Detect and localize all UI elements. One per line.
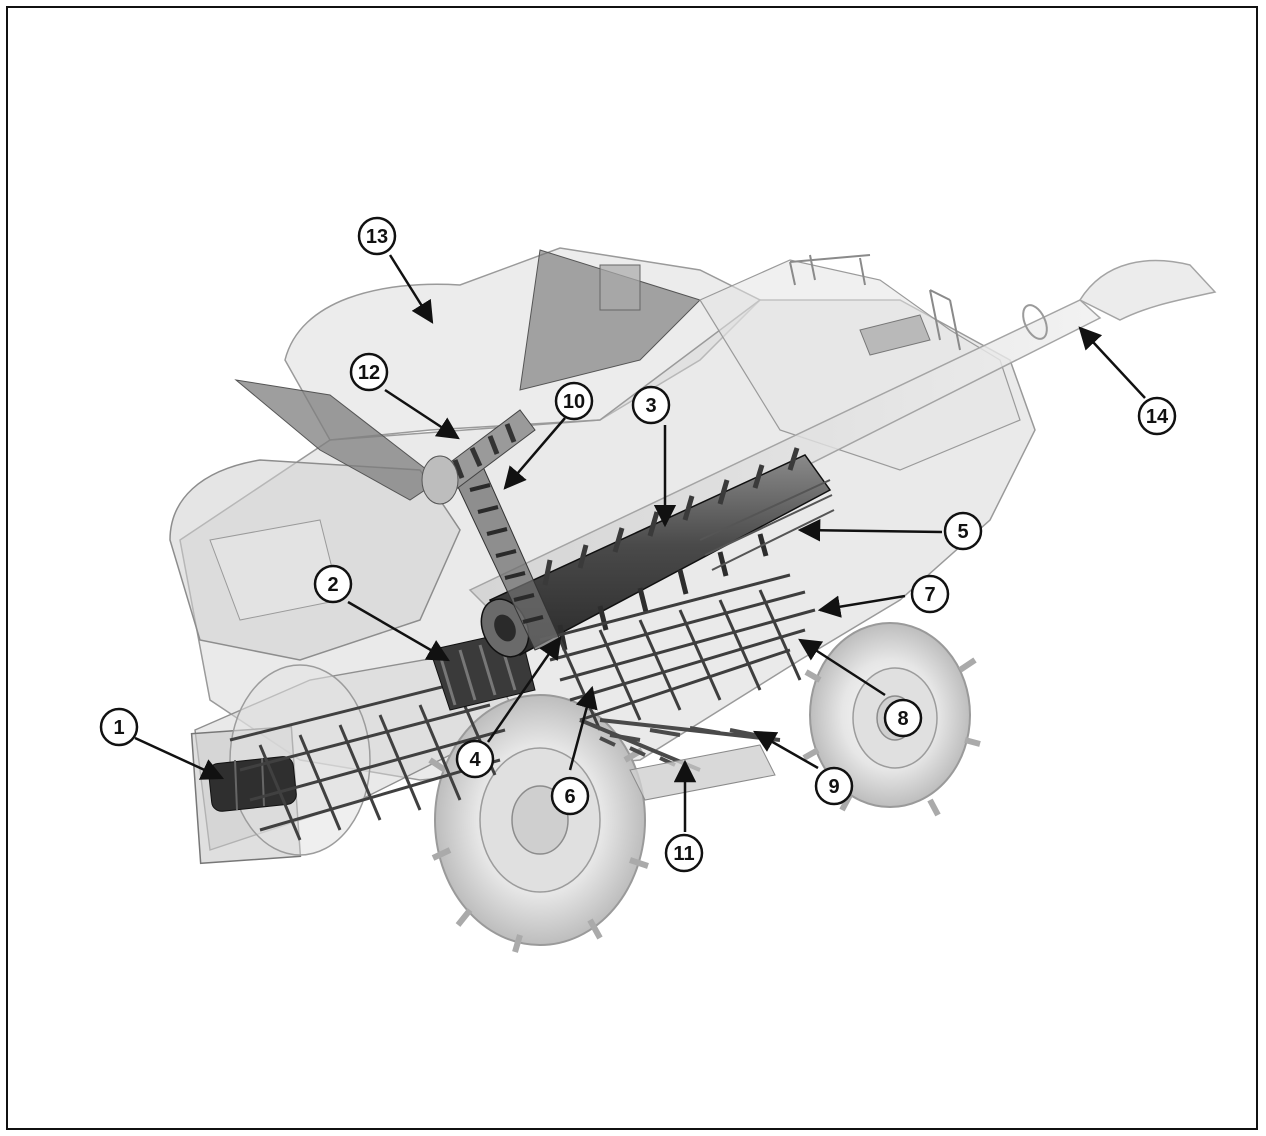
- callout-3: 3: [631, 385, 671, 425]
- svg-text:6: 6: [564, 786, 575, 808]
- cross-augers: [579, 718, 781, 772]
- callout-8: 8: [883, 698, 923, 738]
- leader-8: [798, 638, 886, 697]
- rotor: [480, 447, 832, 658]
- callout-7: 7: [910, 574, 950, 614]
- sieves: [539, 573, 816, 731]
- leader-13: [388, 254, 434, 324]
- svg-text:11: 11: [673, 843, 694, 865]
- svg-text:2: 2: [327, 574, 338, 596]
- callout-14: 14: [1137, 396, 1177, 436]
- callout-10: 10: [554, 381, 594, 421]
- leader-5: [797, 519, 943, 542]
- auger-collar: [1022, 304, 1048, 340]
- callout-11: 11: [664, 833, 704, 873]
- callout-2: 2: [313, 564, 353, 604]
- svg-text:7: 7: [924, 584, 935, 606]
- callout-13: 13: [357, 216, 397, 256]
- callout-4: 4: [455, 739, 495, 779]
- svg-text:4: 4: [469, 749, 481, 771]
- callout-9: 9: [814, 766, 854, 806]
- side-step: [629, 744, 776, 801]
- leader-9: [753, 730, 819, 770]
- svg-text:3: 3: [645, 395, 656, 417]
- feeder-chain-grid: [229, 678, 506, 841]
- svg-text:1: 1: [113, 717, 124, 739]
- svg-text:5: 5: [957, 521, 968, 543]
- tank-panel: [599, 264, 641, 311]
- callout-6: 6: [550, 776, 590, 816]
- leader-lines: [134, 254, 1146, 832]
- auger-spout: [1078, 259, 1217, 321]
- svg-text:9: 9: [828, 776, 839, 798]
- leader-7: [817, 594, 906, 618]
- callout-12: 12: [349, 352, 389, 392]
- leader-10: [503, 417, 566, 490]
- callout-5: 5: [943, 511, 983, 551]
- leader-1: [134, 736, 225, 780]
- svg-text:12: 12: [358, 362, 380, 384]
- svg-text:14: 14: [1146, 406, 1169, 428]
- svg-text:8: 8: [897, 708, 908, 730]
- floor-grate: [859, 314, 931, 356]
- leader-12: [384, 388, 460, 440]
- callout-1: 1: [99, 707, 139, 747]
- leader-6: [568, 685, 598, 771]
- feeder-drum: [208, 756, 297, 812]
- leader-2: [347, 600, 450, 662]
- leader-14: [1078, 326, 1146, 399]
- loading-auger: [421, 409, 536, 505]
- callouts: 1 2 3 4 5 6 7 8 9 10 11 12 13 14: [99, 216, 1177, 873]
- leader-4: [486, 636, 562, 743]
- svg-text:10: 10: [563, 391, 585, 413]
- rear-railing: [789, 254, 961, 351]
- svg-text:13: 13: [366, 226, 388, 248]
- tank-lid-right: [519, 249, 701, 391]
